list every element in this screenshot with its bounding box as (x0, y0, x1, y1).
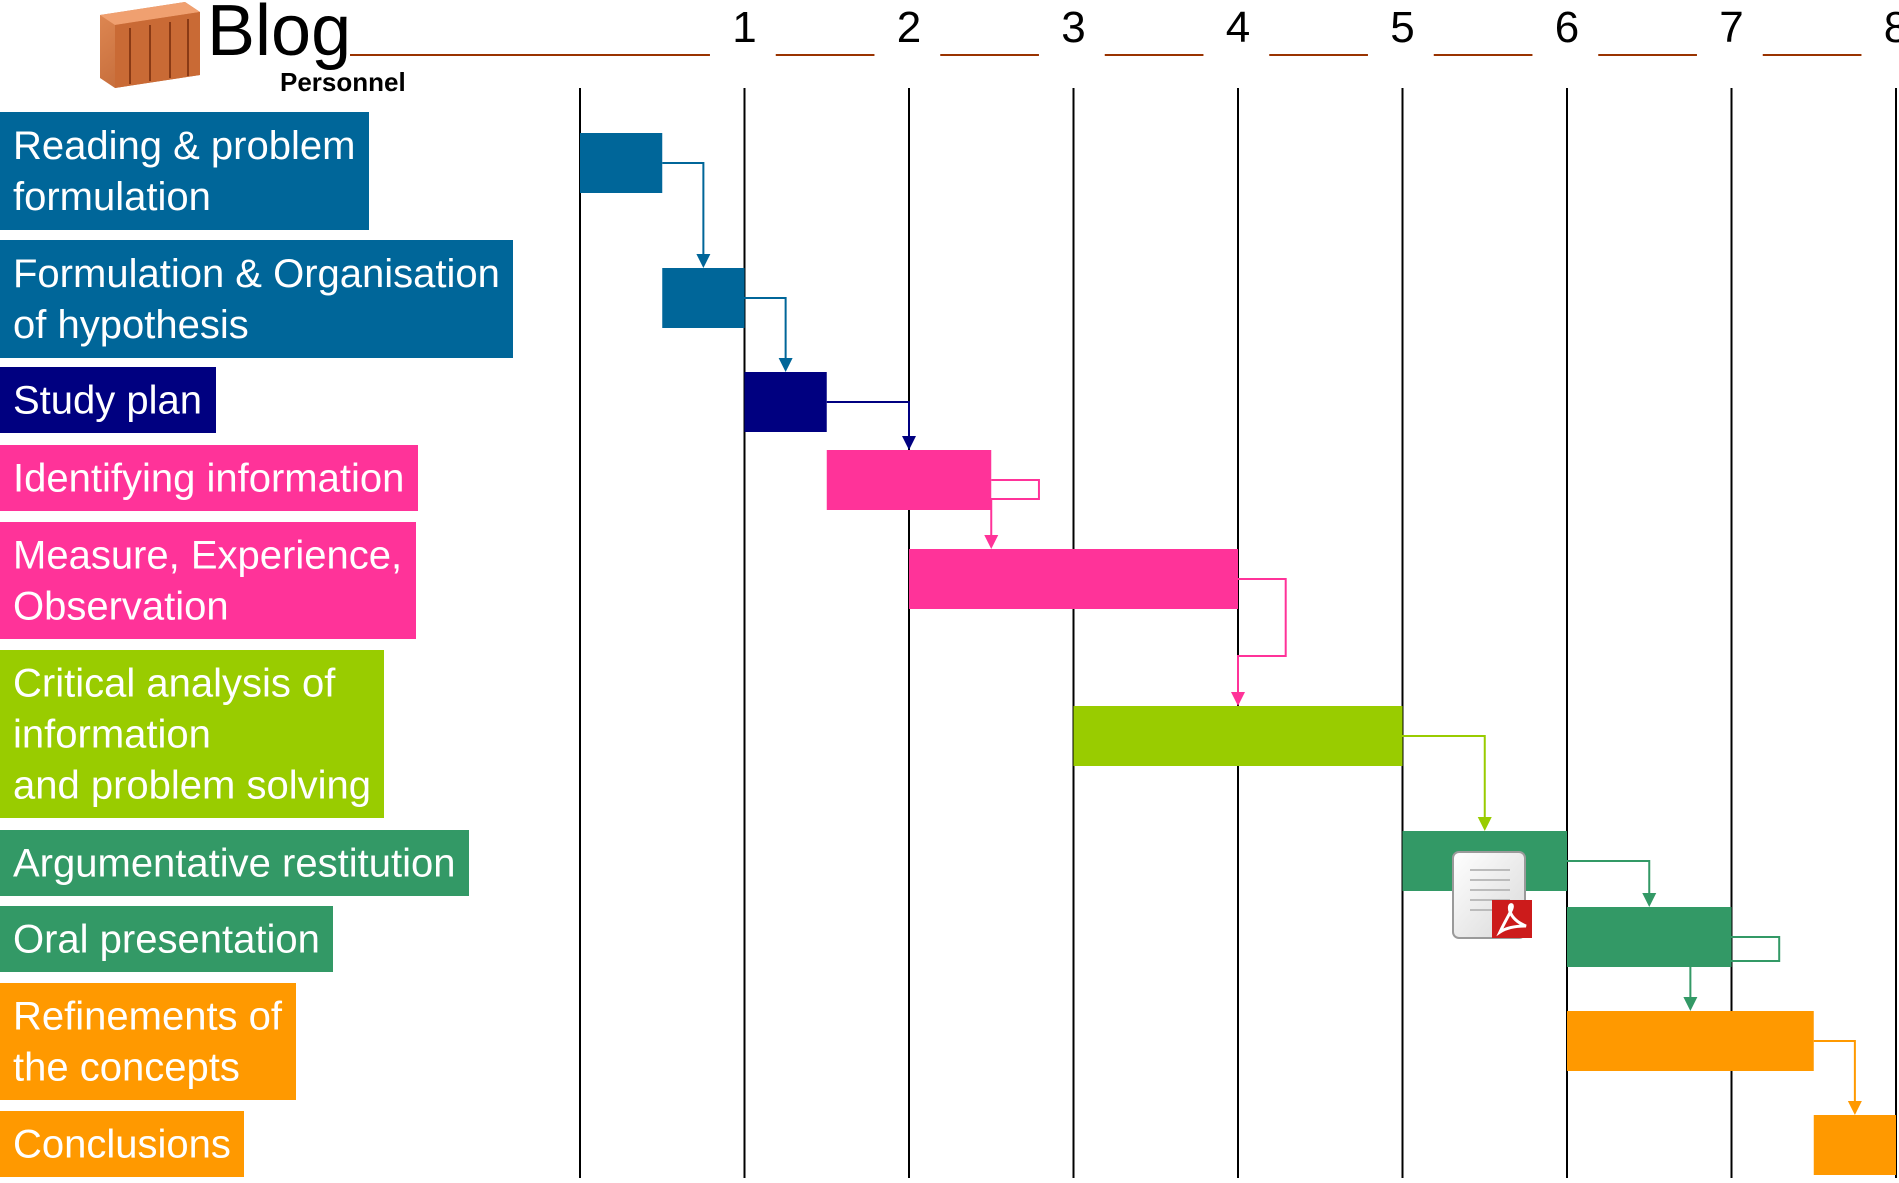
task-labels: Reading & problem formulationFormulation … (0, 112, 513, 1177)
brick-icon (100, 2, 200, 88)
tick-label: 2 (897, 3, 921, 52)
arrowhead (1231, 692, 1245, 706)
task-label-box (0, 522, 416, 639)
task-label-text: Identifying information (13, 457, 404, 501)
task-label[interactable]: Formulation & Organisation of hypothesis (0, 240, 513, 358)
dependency-arrow-line (1402, 735, 1486, 819)
dependency-arrow-line (826, 401, 910, 438)
task-bar[interactable] (580, 133, 663, 193)
task-label-box (0, 650, 384, 818)
task-label-text: Study plan (13, 379, 202, 423)
task-label[interactable]: Conclusions (0, 1111, 244, 1177)
arrowhead (696, 254, 711, 268)
task-bar[interactable] (1813, 1115, 1896, 1175)
task-bar[interactable] (909, 549, 1238, 609)
task-label-box (0, 830, 469, 896)
task-label-text: Argumentative restitution (13, 842, 455, 886)
task-label-text: information (13, 713, 211, 757)
dependency-arrow-line (1237, 578, 1287, 694)
task-label-text: Reading & problem (13, 124, 355, 168)
dependency-arrow-line (1567, 860, 1651, 895)
pdf-document-icon[interactable] (1452, 851, 1532, 939)
task-bar[interactable] (1073, 706, 1403, 766)
tick-label: 5 (1390, 3, 1414, 52)
task-label[interactable]: Measure, Experience, Observation (0, 522, 416, 639)
tick-label: 3 (1061, 3, 1085, 52)
dependency-arrow-line (662, 162, 705, 256)
dependency-arrow-line (1689, 936, 1781, 999)
task-label[interactable]: Argumentative restitution (0, 830, 469, 896)
tick-label: 6 (1555, 3, 1579, 52)
task-label-text: Critical analysis of (13, 662, 336, 706)
task-label-box (0, 367, 216, 433)
task-label-text: the concepts (13, 1046, 240, 1090)
task-label-text: formulation (13, 175, 211, 219)
task-label[interactable]: Refinements of the concepts (0, 983, 296, 1100)
task-label-text: Oral presentation (13, 918, 320, 962)
task-bar[interactable] (662, 268, 745, 328)
task-label-box (0, 240, 513, 358)
tick-label: 4 (1226, 3, 1250, 52)
dependency-arrow-line (1813, 1040, 1856, 1103)
arrowhead (1477, 817, 1492, 831)
task-label-text: and problem solving (13, 764, 371, 808)
dependency-arrows (662, 162, 1862, 1115)
task-label-text: Formulation & Organisation (13, 252, 500, 296)
task-bar[interactable] (1567, 907, 1732, 967)
task-bar[interactable] (744, 372, 827, 432)
dependency-arrow-line (990, 479, 1040, 537)
logo[interactable]: Blog Personnel (100, 0, 406, 97)
arrowhead (1847, 1101, 1862, 1115)
task-label[interactable]: Identifying information (0, 445, 418, 511)
task-label[interactable]: Oral presentation (0, 906, 333, 972)
task-label-text: of hypothesis (13, 303, 249, 347)
logo-title: Blog (207, 0, 351, 71)
tick-label: 7 (1719, 3, 1743, 52)
task-label-text: Refinements of (13, 995, 283, 1039)
task-label-box (0, 906, 333, 972)
task-label-box (0, 1111, 244, 1177)
task-label[interactable]: Study plan (0, 367, 216, 433)
timeline-grid: 1 2 3 4 5 6 7 8 (350, 3, 1899, 1178)
task-label-box (0, 983, 296, 1100)
task-label-text: Observation (13, 585, 229, 629)
arrowhead (984, 535, 999, 549)
task-bar[interactable] (826, 450, 992, 510)
arrowhead (1683, 997, 1698, 1011)
arrowhead (1642, 893, 1657, 907)
task-label-text: Conclusions (13, 1123, 231, 1167)
task-label-box (0, 112, 369, 230)
task-bar[interactable] (1567, 1011, 1814, 1071)
task-label-text: Measure, Experience, (13, 534, 402, 578)
task-label[interactable]: Reading & problem formulation (0, 112, 369, 230)
task-label-box (0, 445, 418, 511)
task-label[interactable]: Critical analysis of information and probl… (0, 650, 384, 818)
arrowhead (902, 436, 916, 450)
tick-label: 1 (732, 3, 756, 52)
dependency-arrow-line (744, 297, 787, 360)
task-bars (580, 133, 1896, 1175)
arrowhead (778, 358, 793, 372)
tick-label: 8 (1884, 3, 1899, 52)
logo-subtitle: Personnel (280, 67, 406, 97)
